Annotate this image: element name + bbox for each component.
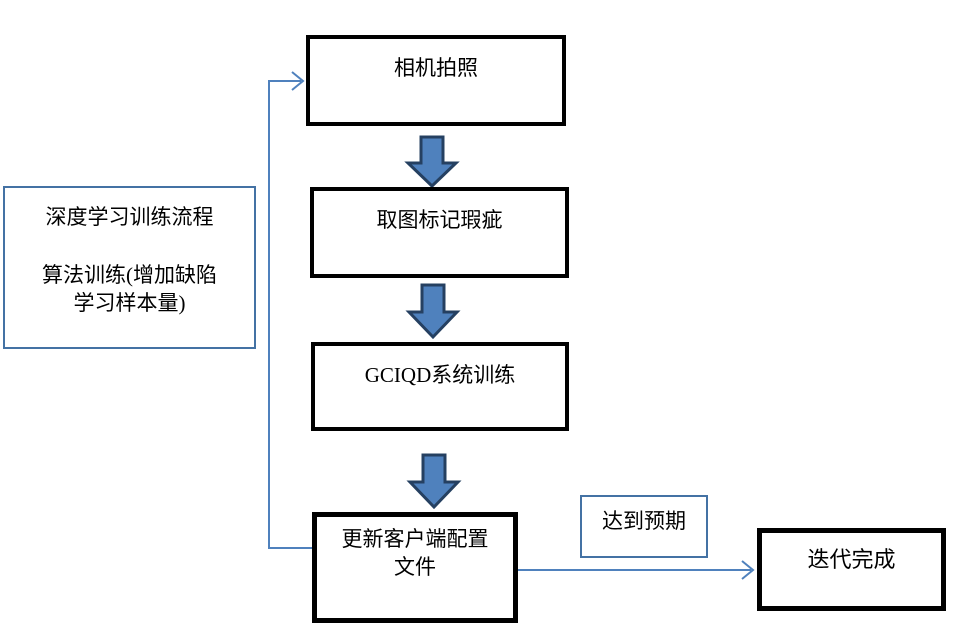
branch-label-box: 达到预期 [580, 495, 708, 558]
step-mark-defects: 取图标记瑕疵 [310, 187, 569, 278]
end-node-label: 迭代完成 [807, 547, 896, 572]
legend-title: 深度学习训练流程 [45, 205, 214, 229]
step-label: 取图标记瑕疵 [376, 208, 503, 232]
legend-box: 深度学习训练流程 算法训练(增加缺陷学习样本量) [3, 186, 256, 349]
feedback-connector-line [268, 80, 312, 549]
down-block-arrow-2 [405, 283, 461, 340]
end-node-iteration-complete: 迭代完成 [757, 528, 946, 611]
down-block-arrow-3 [406, 453, 462, 510]
branch-label: 达到预期 [602, 509, 686, 533]
step-label: 更新客户端配置文件 [341, 527, 489, 579]
step-update-config: 更新客户端配置文件 [312, 512, 518, 623]
step-label: 相机拍照 [394, 56, 478, 80]
result-connector-arrowhead [741, 560, 755, 580]
down-block-arrow-1 [404, 135, 460, 189]
step-label: GCIQD系统训练 [364, 363, 516, 387]
legend-subtitle: 算法训练(增加缺陷学习样本量) [42, 263, 217, 315]
feedback-connector-arrowhead [291, 71, 305, 91]
step-camera-capture: 相机拍照 [306, 35, 566, 126]
step-system-training: GCIQD系统训练 [311, 342, 569, 431]
